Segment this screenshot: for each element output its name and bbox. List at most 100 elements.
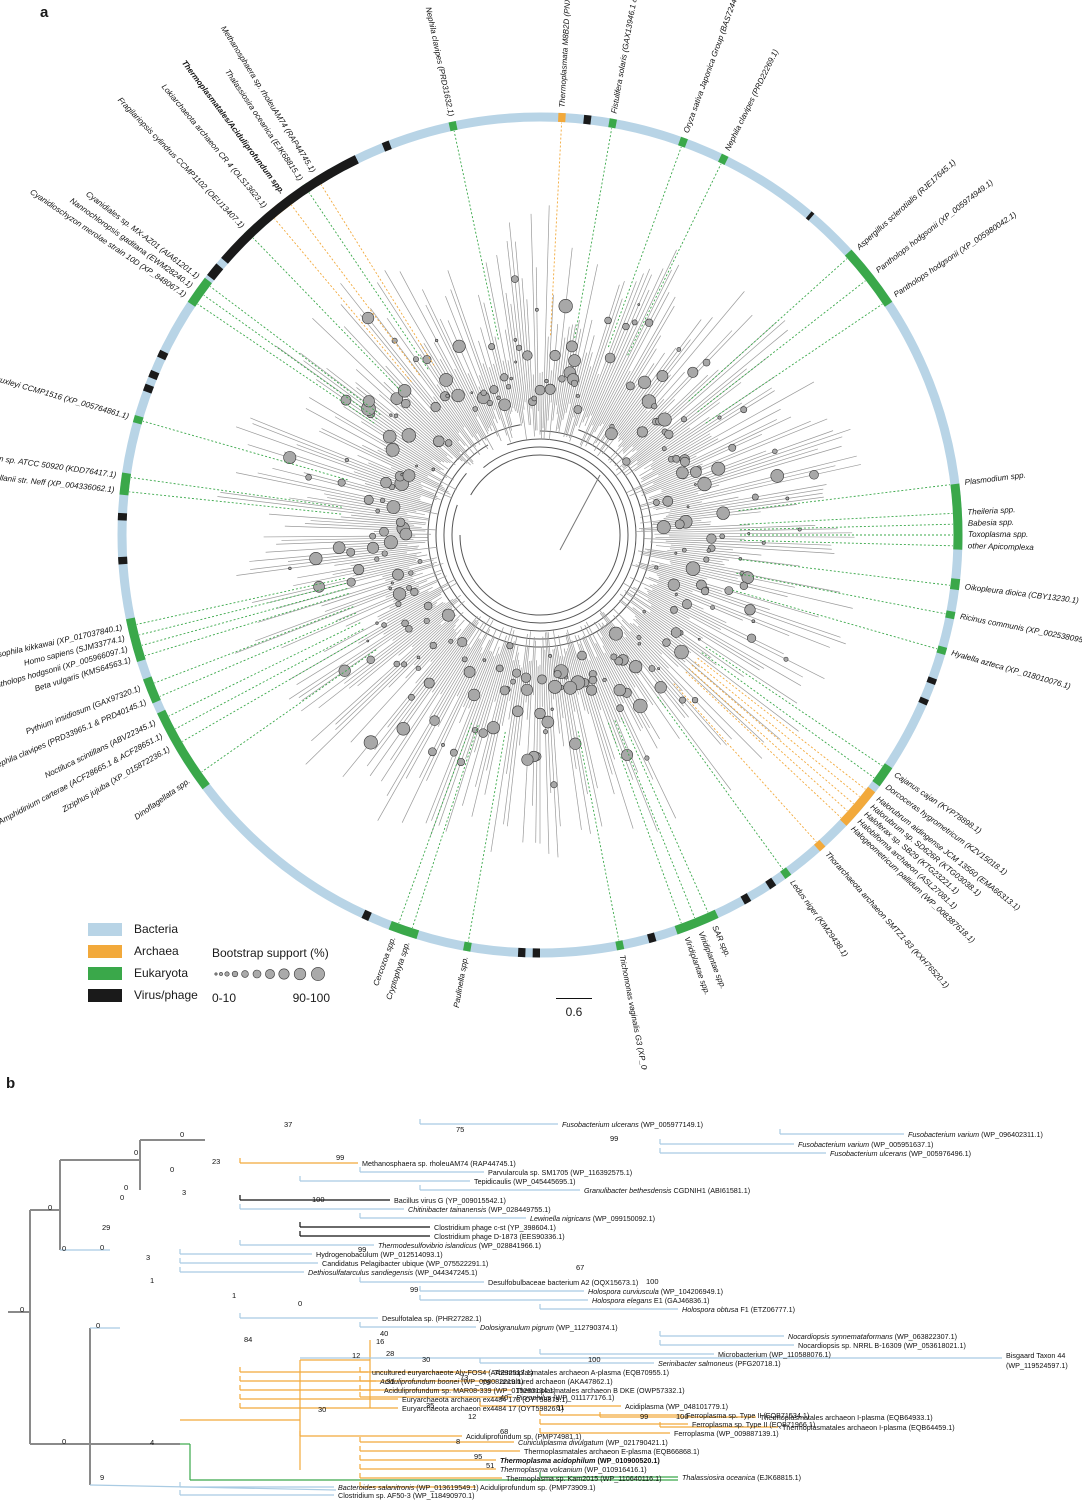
taxon-accession: (WP_099150092.1)	[591, 1214, 655, 1223]
bootstrap-node	[662, 447, 666, 451]
taxon-label: Thermoplasma acidophilum (WP_010900520.1…	[500, 1456, 660, 1465]
bootstrap-node	[496, 665, 503, 672]
taxon-accession: F1 (ETZ06777.1)	[738, 1305, 795, 1314]
legend-label: Eukaryota	[134, 966, 188, 980]
label-connector	[154, 607, 353, 683]
bootstrap-circle	[279, 969, 289, 979]
label-connector	[160, 613, 356, 696]
bootstrap-node	[424, 602, 432, 610]
legend-label: Bacteria	[134, 922, 178, 936]
taxon-accession: (WP_028449755.1)	[486, 1205, 550, 1214]
node-support-label: 99	[410, 1285, 418, 1294]
bootstrap-node	[740, 582, 748, 590]
label-connector	[686, 672, 841, 818]
bootstrap-node	[679, 697, 685, 703]
bootstrap-node	[411, 588, 419, 596]
scale-bar-line	[556, 998, 592, 999]
bootstrap-node	[511, 276, 518, 283]
tree-branch	[311, 624, 440, 741]
bootstrap-node	[479, 729, 488, 738]
tree-backbone-arc	[452, 447, 628, 623]
ring-segment	[955, 484, 958, 550]
legend-item-virus: Virus/phage	[88, 984, 198, 1006]
ring-segment	[817, 843, 822, 848]
bootstrap-node	[682, 548, 686, 552]
taxon-label: Parvularcula sp. SM1705 (WP_116392575.1)	[488, 1168, 632, 1177]
taxon-label: Thalassiosira oceanica (EJK68815.1)	[682, 1473, 801, 1482]
node-support-label: 73	[460, 1373, 468, 1382]
bootstrap-circle	[265, 969, 274, 978]
taxon-species: Dolosigranulum pigrum	[480, 1323, 554, 1332]
label-connector	[628, 164, 721, 355]
bootstrap-node	[511, 679, 516, 684]
bootstrap-node	[333, 542, 345, 554]
bootstrap-node	[564, 681, 577, 694]
bootstrap-node	[698, 477, 712, 491]
ring-virus-segment	[161, 352, 164, 359]
legend-swatch-archaea	[88, 945, 122, 958]
ring-label: Thermoplasmata M8B2D (PNX46291.1)	[558, 0, 574, 108]
node-support-label: 0	[48, 1203, 52, 1212]
taxon-label: Ferroplasma (WP_009887139.1)	[674, 1429, 779, 1438]
label-connector	[698, 658, 866, 789]
bootstrap-node	[512, 706, 523, 717]
taxon-label: Fusobacterium varium (WP_096402311.1)	[908, 1130, 1043, 1139]
bootstrap-node	[339, 665, 351, 677]
node-support-label: 30	[318, 1405, 326, 1414]
bootstrap-node	[457, 637, 466, 646]
taxon-accession: (WP_063822307.1)	[893, 1332, 957, 1341]
bootstrap-node	[442, 609, 454, 621]
bootstrap-node	[711, 605, 715, 609]
ring-label: Ricinus communis (XP_002538095.1)	[959, 612, 1082, 647]
bootstrap-node	[432, 468, 435, 471]
ring-segment	[137, 416, 139, 423]
bootstrap-node	[605, 428, 617, 440]
bootstrap-node	[433, 436, 444, 447]
ring-virus-segment	[152, 372, 155, 379]
bootstrap-node	[605, 317, 612, 324]
bootstrap-node	[487, 400, 493, 406]
bootstrap-node	[729, 444, 736, 451]
bootstrap-node	[497, 396, 501, 400]
ring-label: Toxoplasma spp.	[968, 530, 1028, 539]
label-connector	[578, 731, 619, 940]
bootstrap-node	[643, 610, 646, 613]
bootstrap-node	[688, 367, 698, 377]
taxon-label: Fusobacterium ulcerans (WP_005976496.1)	[830, 1149, 971, 1158]
bootstrap-node	[638, 642, 641, 645]
panel-a-label: a	[40, 4, 48, 21]
panel-b: b Fusobacterium ulcerans (WP_005977149.1…	[0, 1075, 1082, 1500]
tree-branch	[644, 614, 799, 732]
bootstrap-node	[675, 552, 677, 554]
bootstrap-node	[435, 339, 438, 342]
bootstrap-node	[453, 340, 465, 352]
scale-bar-label: 0.6	[554, 1005, 594, 1019]
ring-virus-segment	[383, 145, 390, 148]
taxon-species: Holospora curviuscula	[588, 1287, 659, 1296]
legend-swatch-eukaryota	[88, 967, 122, 980]
tree-branch	[475, 646, 511, 787]
bootstrap-node	[392, 569, 403, 580]
bootstrap-node	[471, 392, 473, 394]
taxon-accession: (WP_010900520.1)	[595, 1456, 660, 1465]
bootstrap-node	[416, 465, 418, 467]
label-connector	[674, 684, 817, 842]
legend-item-archaea: Archaea	[88, 940, 198, 962]
node-support-label: 95	[474, 1452, 482, 1461]
bootstrap-node	[408, 694, 414, 700]
node-support-label: 23	[212, 1157, 220, 1166]
tree-root-branch	[560, 475, 600, 550]
taxon-label: Methanosphaera sp. rholeuAM74 (RAP44745.…	[362, 1159, 516, 1168]
node-support-label: 1	[232, 1291, 236, 1300]
ring-virus-segment	[931, 678, 933, 683]
bootstrap-node	[537, 675, 546, 684]
bootstrap-node	[692, 697, 698, 703]
taxon-accession: (WP_005977149.1)	[639, 1120, 703, 1129]
bootstrap-node	[748, 532, 750, 534]
tree-branch	[597, 632, 660, 739]
label-connector	[137, 578, 345, 624]
bootstrap-node	[657, 370, 668, 381]
ring-segment	[954, 579, 955, 590]
bootstrap-node	[406, 585, 411, 590]
bootstrap-node	[632, 320, 637, 325]
